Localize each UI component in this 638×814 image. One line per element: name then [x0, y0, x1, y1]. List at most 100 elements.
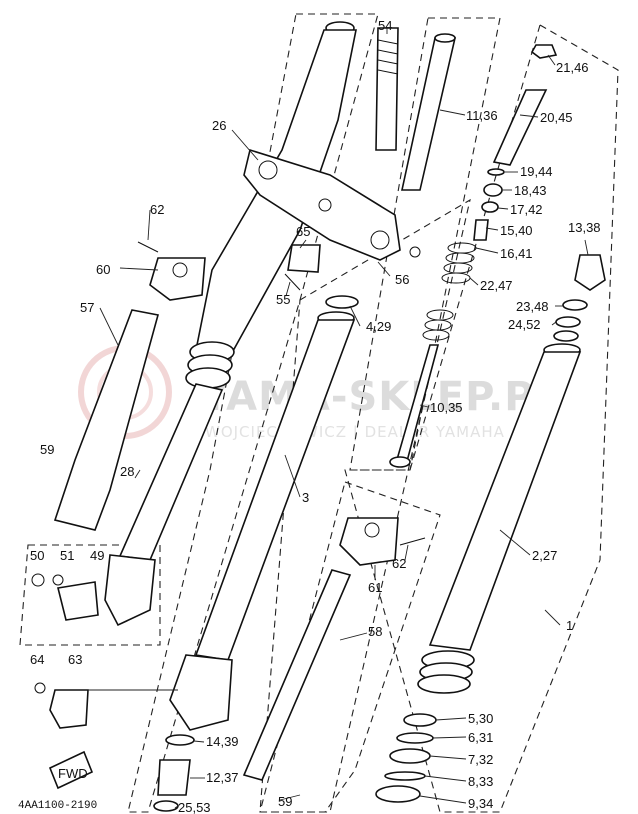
- piston-15-40: [473, 219, 489, 241]
- right-fork-boundary: [344, 24, 619, 813]
- nut-21-46: [530, 44, 558, 59]
- collar-18-43: [483, 183, 503, 197]
- left-lower-tube: [118, 383, 224, 561]
- axle-holder-60-body: [149, 257, 206, 301]
- steering-stem-thread-4: [377, 69, 399, 75]
- cable-guide-65: [287, 244, 321, 273]
- callout-24-52: 24,52: [508, 317, 541, 332]
- hose-holder-63: [34, 682, 178, 729]
- washer-17-42: [481, 201, 499, 213]
- callout-15-40: 15,40: [500, 223, 533, 238]
- under-bracket-hole-right: [370, 230, 390, 250]
- oil-seal-7-32: [389, 748, 431, 764]
- under-bracket-hole-stem: [318, 198, 332, 212]
- steering-stem: [375, 27, 399, 151]
- callout-64: 64: [30, 652, 44, 667]
- callout-23-48: 23,48: [516, 299, 549, 314]
- callout-50: 50: [30, 548, 44, 563]
- callout-63: 63: [68, 652, 82, 667]
- fwd-label: FWD: [58, 766, 88, 781]
- callout-56: 56: [395, 272, 409, 287]
- leader-lines: [99, 28, 589, 809]
- callout-58: 58: [368, 624, 382, 639]
- fork-cap-13-38: [574, 254, 606, 291]
- callout-18-43: 18,43: [514, 183, 547, 198]
- right-outer-tube: [417, 343, 582, 694]
- callout-55: 55: [276, 292, 290, 307]
- callout-61: 61: [368, 580, 382, 595]
- spring-22-47: [441, 242, 477, 284]
- watermark-main-text: YAMA-SKLEP.PL: [199, 374, 561, 420]
- clip-8-33: [384, 771, 426, 781]
- fwd-arrow-icon: [48, 750, 94, 790]
- callout-59-bottom: 59: [278, 794, 292, 809]
- holder-49-body: [57, 581, 99, 621]
- washer-23-48: [562, 299, 588, 311]
- right-outer-tube-body: [428, 351, 582, 651]
- callout-12-37: 12,37: [206, 770, 239, 785]
- right-fork-cap: [553, 254, 606, 342]
- callout-4-29: 4,29: [366, 319, 391, 334]
- callout-25-53: 25,53: [178, 800, 211, 814]
- damper-rod-upper: [401, 33, 457, 191]
- callout-9-34: 9,34: [468, 796, 493, 811]
- inner-tube-3: [169, 311, 356, 731]
- callout-62-top: 62: [150, 202, 164, 217]
- bolt-56: [409, 246, 421, 258]
- callout-59-left: 59: [40, 442, 54, 457]
- callout-5-30: 5,30: [468, 711, 493, 726]
- callout-17-42: 17,42: [510, 202, 543, 217]
- callout-49: 49: [90, 548, 104, 563]
- axle-holder-61-body: [339, 517, 399, 566]
- cap-bolt-top: [434, 33, 456, 43]
- callout-60: 60: [96, 262, 110, 277]
- axle-holder-49: [31, 573, 99, 621]
- right-tube-seal-boot-3: [417, 674, 471, 694]
- left-fork-boundary: [127, 13, 379, 813]
- callout-54: 54: [378, 18, 392, 33]
- fwd-marker: FWD: [48, 750, 94, 790]
- left-outer-tube: [104, 21, 357, 627]
- left-axle-bracket-28: [104, 554, 156, 627]
- ring-24-52b: [553, 330, 579, 342]
- steering-stem-thread-1: [377, 39, 399, 45]
- ring-19-44: [487, 168, 505, 176]
- under-bracket-body: [243, 148, 401, 261]
- threaded-rod-20-45: [492, 89, 548, 166]
- axle-holder-60: [137, 241, 206, 301]
- callout-14-39: 14,39: [206, 734, 239, 749]
- fork-guard-57: [53, 309, 160, 531]
- callout-57: 57: [80, 300, 94, 315]
- callout-62-mid: 62: [392, 556, 406, 571]
- callout-7-32: 7,32: [468, 752, 493, 767]
- axle-holder-60-hole: [172, 262, 188, 278]
- bolt-62-mid: [399, 537, 426, 546]
- axle-holder-boundary: [19, 544, 161, 646]
- callout-2-27: 2,27: [532, 548, 557, 563]
- callout-19-44: 19,44: [520, 164, 553, 179]
- damper-rod-end: [389, 456, 411, 468]
- oil-seal-4-29: [325, 295, 359, 309]
- callout-22-47: 22,47: [480, 278, 513, 293]
- callout-13-38: 13,38: [568, 220, 601, 235]
- callout-21-46: 21,46: [556, 60, 589, 75]
- protector-group-boundary: [259, 481, 441, 813]
- under-bracket-hole-left: [258, 160, 278, 180]
- bolt-55: [284, 273, 301, 291]
- nut-50: [31, 573, 45, 587]
- washer-51: [52, 574, 64, 586]
- callout-labels: 54 11,36 21,46 20,45 26 19,44 18,43 17,4…: [30, 18, 601, 814]
- diagram-code: 4AA1100-2190: [18, 800, 97, 812]
- washer-25-53: [153, 800, 179, 812]
- bolt-62-top: [137, 241, 159, 253]
- bolt-64: [34, 682, 46, 694]
- callout-26: 26: [212, 118, 226, 133]
- callout-10-35: 10,35: [430, 400, 463, 415]
- callout-16-41: 16,41: [500, 246, 533, 261]
- damper-group-boundary: [349, 17, 501, 471]
- bushing-5-30: [403, 713, 437, 727]
- spring-lower: [422, 309, 454, 341]
- fork-guard-58: [242, 569, 352, 781]
- under-bracket: [243, 148, 401, 261]
